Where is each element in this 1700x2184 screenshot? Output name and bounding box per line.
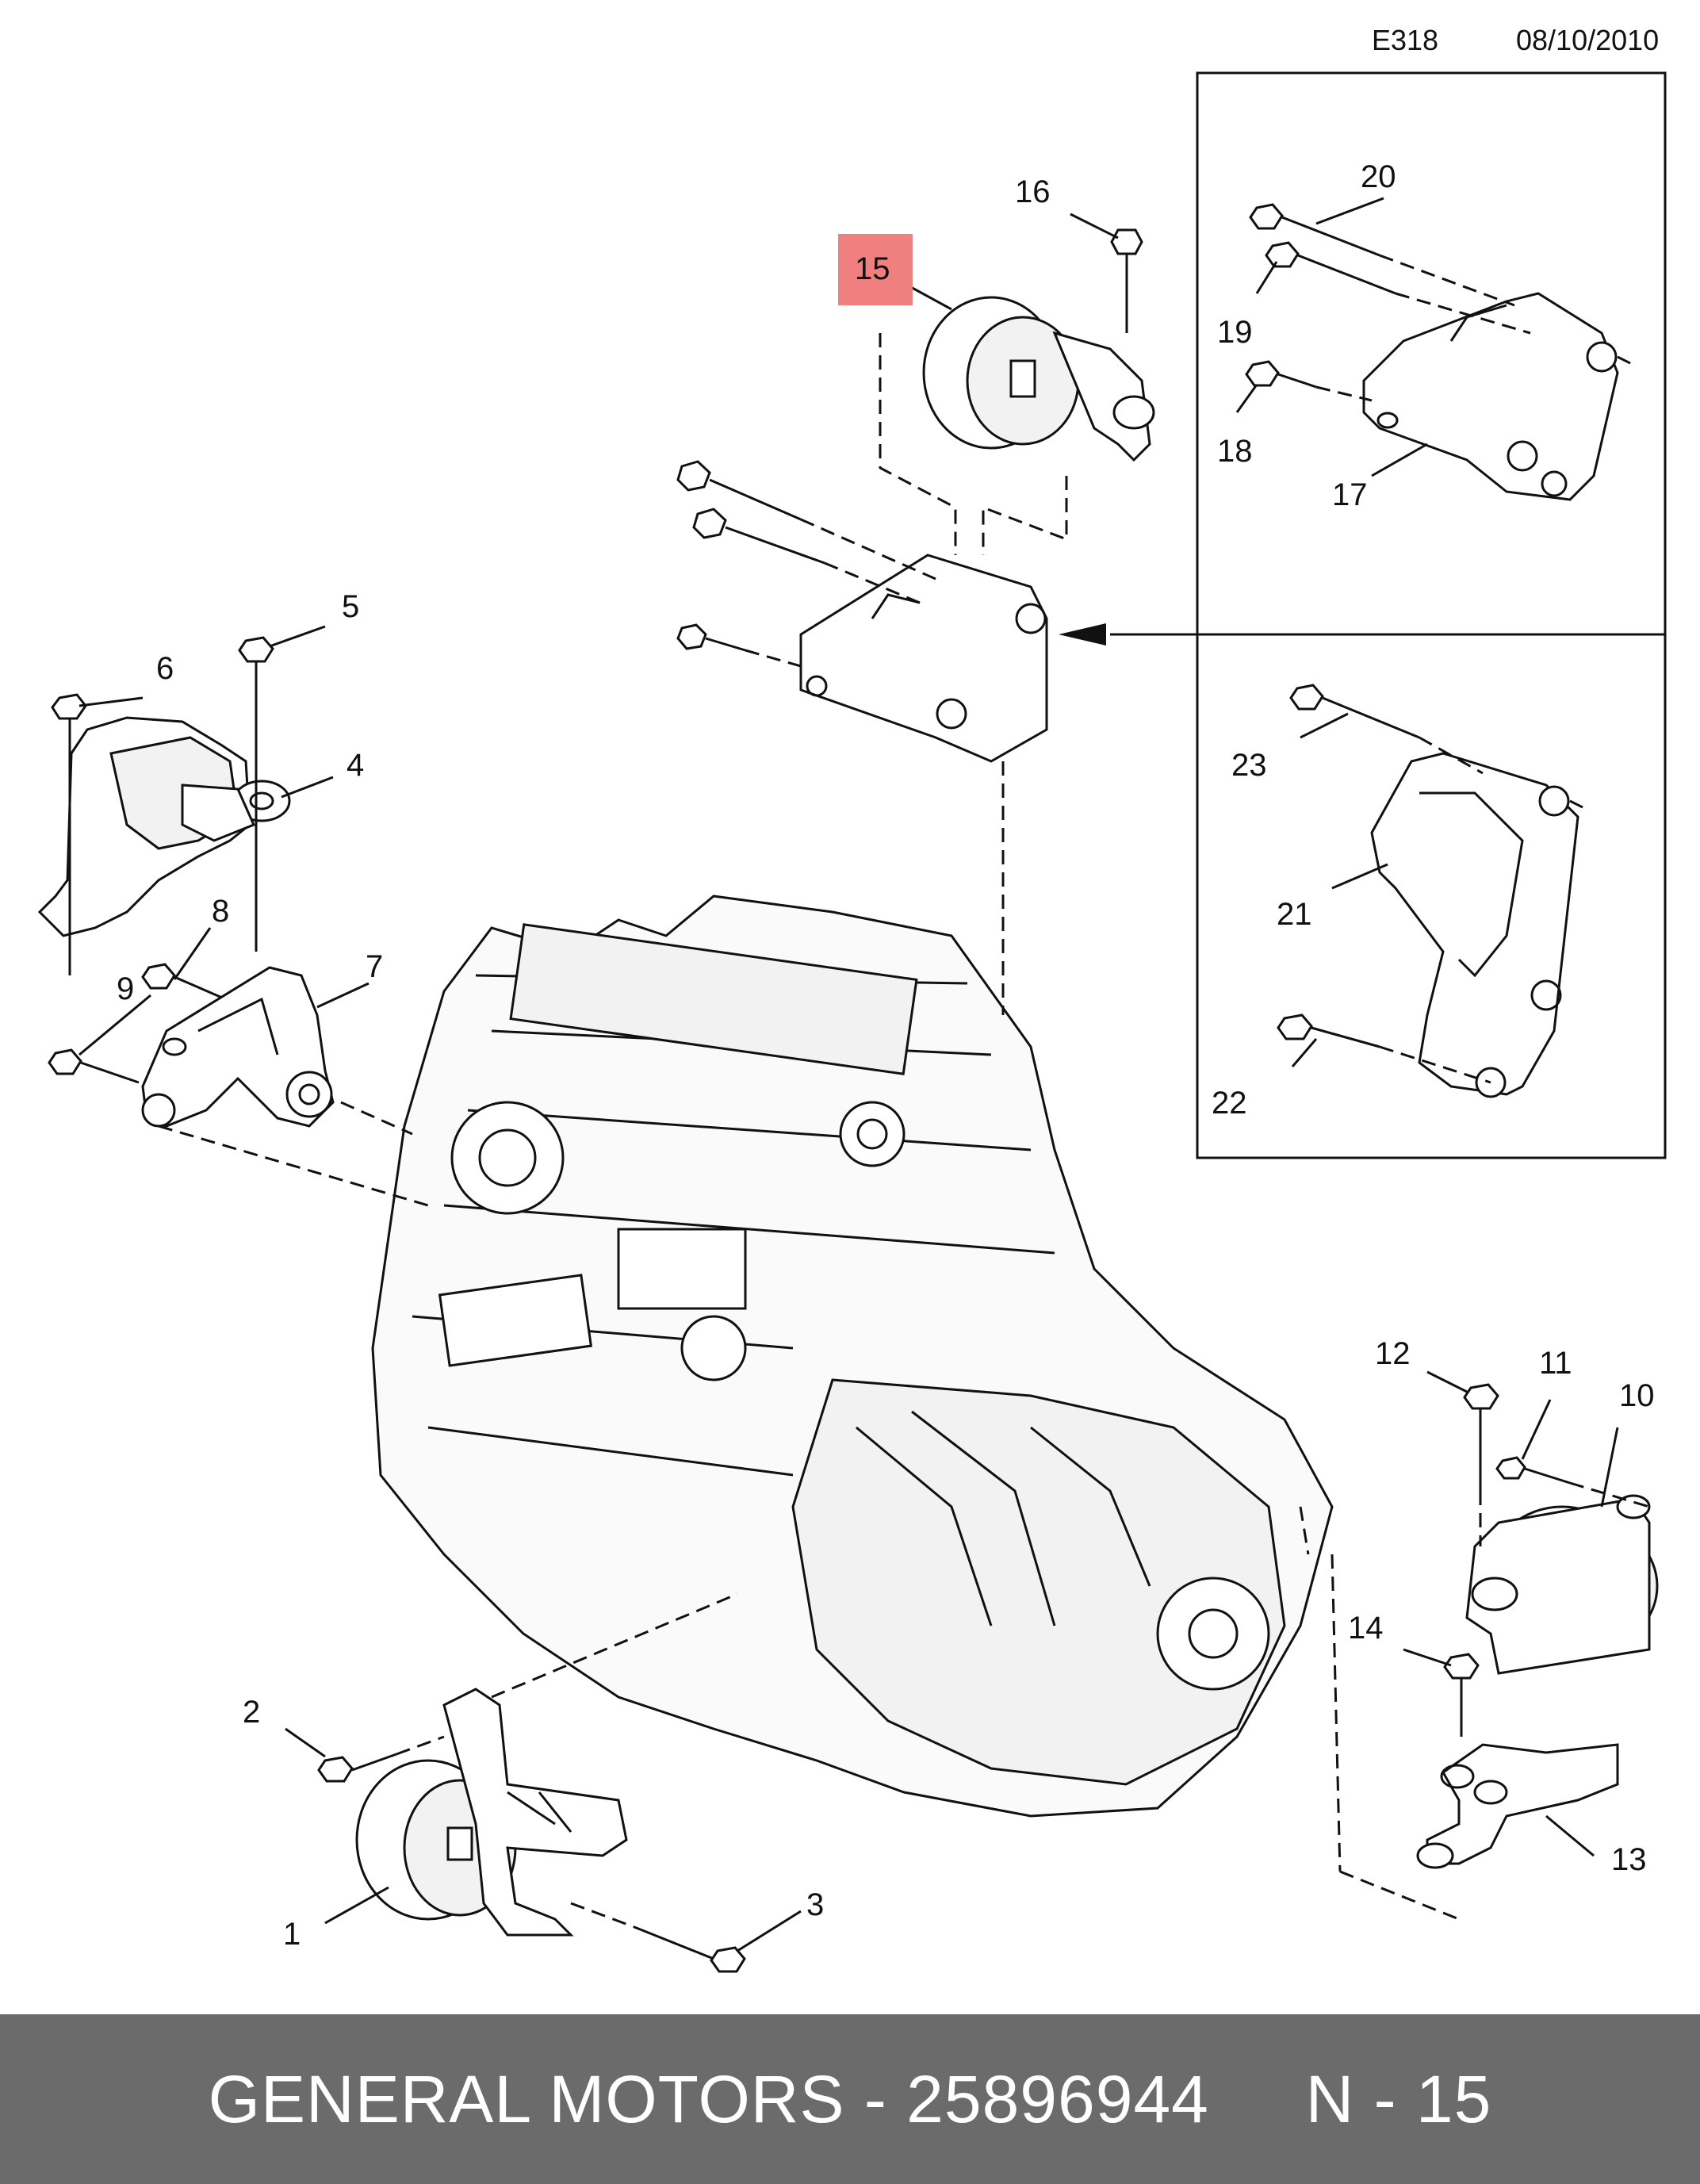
callout-5: 5: [342, 589, 359, 624]
diagram-date: 08/10/2010: [1516, 24, 1660, 56]
callout-17: 17: [1332, 477, 1368, 512]
part-22-bolt: [1277, 1013, 1380, 1048]
callout-14: 14: [1348, 1611, 1384, 1646]
highlight-box: [838, 234, 913, 305]
callout-1: 1: [283, 1917, 301, 1952]
part-18-bolt: [1245, 360, 1317, 389]
bracket-bolts: [676, 460, 825, 652]
callout-6: 6: [156, 651, 174, 686]
part-17-bracket: [1362, 292, 1619, 501]
part-9-bolt: [48, 1048, 140, 1084]
footer-ref: N - 15: [1305, 2061, 1492, 2136]
part-14-bolt: [1443, 1653, 1480, 1737]
leader-lines: [78, 197, 1619, 1952]
callout-18: 18: [1217, 434, 1253, 469]
callout-16: 16: [1015, 174, 1051, 209]
part-13-bracket: [1416, 1743, 1619, 1869]
footer-brand: GENERAL MOTORS: [208, 2061, 845, 2136]
callout-8: 8: [212, 894, 229, 929]
callout-21: 21: [1277, 897, 1312, 932]
part-19-bolt: [1265, 241, 1396, 295]
footer-caption: GENERAL MOTORS - 25896944 N - 15: [209, 2061, 1492, 2138]
exploded-parts-diagram: 1 2 3 4 5 6 7 8 9 10 11 12 13 14 15 16 1…: [37, 71, 1667, 1973]
callout-20: 20: [1361, 159, 1396, 194]
callout-23: 23: [1231, 748, 1267, 783]
pointer-arrow-icon: [1059, 623, 1106, 646]
inset-frame: [1059, 71, 1667, 1159]
callout-labels: 1 2 3 4 5 6 7 8 9 10 11 12 13 14 15 16 1…: [117, 159, 1655, 1952]
part-6-nut: [51, 693, 87, 975]
callout-7: 7: [366, 949, 383, 984]
callout-4: 4: [347, 748, 364, 783]
part-23-bolt: [1289, 684, 1420, 739]
part-5-bolt: [238, 636, 274, 952]
part-20-bolt: [1249, 203, 1380, 257]
part-7-bracket: [141, 966, 335, 1128]
upper-bracket: [799, 554, 1048, 763]
callout-11: 11: [1539, 1346, 1572, 1381]
part-16-bolt: [1110, 228, 1143, 333]
footer-separator: -: [844, 2061, 907, 2136]
callout-19: 19: [1217, 315, 1253, 350]
footer-part-number: 25896944: [906, 2061, 1209, 2136]
part-15-mount: [922, 296, 1155, 462]
part-21-bracket: [1370, 752, 1579, 1098]
callout-2: 2: [243, 1695, 260, 1730]
part-11-bolt: [1495, 1456, 1571, 1485]
part-4-mount: [37, 716, 291, 937]
footer-bar: GENERAL MOTORS - 25896944 N - 15: [0, 2014, 1700, 2184]
callout-22: 22: [1212, 1086, 1247, 1121]
engine-assembly: [371, 895, 1334, 1818]
callout-9: 9: [117, 971, 134, 1006]
part-1-mount: [355, 1688, 628, 1937]
diagram-code: E318: [1372, 24, 1439, 56]
callout-3: 3: [806, 1887, 824, 1922]
part-8-bolt: [141, 963, 223, 999]
callout-12: 12: [1375, 1336, 1411, 1371]
part-12-bolt: [1463, 1383, 1499, 1491]
callout-10: 10: [1619, 1378, 1655, 1413]
part-10-mount: [1465, 1494, 1659, 1675]
callout-15: 15: [855, 251, 890, 286]
part-3-bolt: [634, 1925, 746, 1973]
part-2-bolt: [317, 1753, 397, 1783]
callout-13: 13: [1611, 1842, 1647, 1877]
